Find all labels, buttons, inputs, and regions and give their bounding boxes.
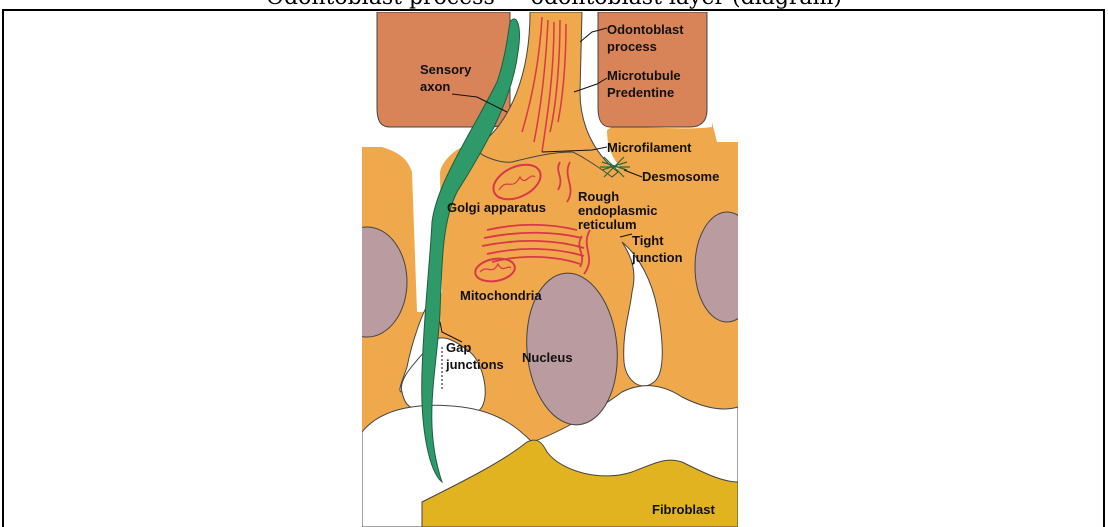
- label-tight-junction-2: junction: [631, 250, 683, 265]
- label-odontoblast-process-1: Odontoblast: [607, 22, 684, 37]
- label-sensory-axon-1: Sensory: [420, 62, 472, 77]
- label-nucleus: Nucleus: [522, 350, 573, 365]
- label-rough-er-2: endoplasmic: [578, 203, 657, 218]
- label-tight-junction-1: Tight: [632, 233, 664, 248]
- label-sensory-axon-2: axon: [420, 79, 450, 94]
- label-microtubule: Microtubule: [607, 68, 681, 83]
- label-rough-er-3: reticulum: [578, 217, 637, 232]
- label-mitochondria: Mitochondria: [460, 288, 542, 303]
- label-golgi: Golgi apparatus: [447, 200, 546, 215]
- odontoblast-diagram: Odontoblast process Microtubule Predenti…: [362, 12, 738, 527]
- label-desmosome: Desmosome: [642, 169, 719, 184]
- label-fibroblast: Fibroblast: [652, 502, 716, 517]
- label-microfilament: Microfilament: [607, 140, 692, 155]
- label-gap-junctions-1: Gap: [446, 340, 471, 355]
- label-rough-er-1: Rough: [578, 189, 619, 204]
- label-gap-junctions-2: junctions: [445, 357, 504, 372]
- label-odontoblast-process-2: process: [607, 39, 657, 54]
- label-predentine: Predentine: [607, 85, 674, 100]
